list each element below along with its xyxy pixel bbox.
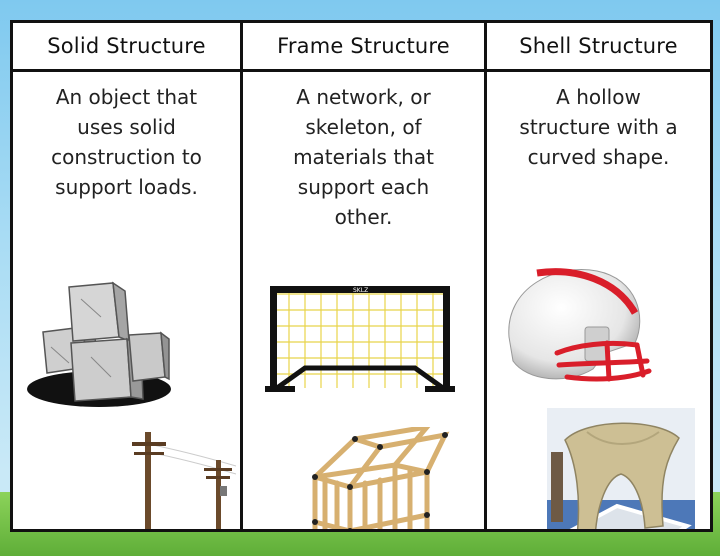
- stone-blocks-image: [27, 281, 171, 407]
- frame-desc-line: A network, or: [296, 85, 431, 109]
- structure-types-chart: Solid Structure Frame Structure Shell St…: [10, 20, 713, 532]
- shell-desc-line: structure with a: [519, 115, 678, 139]
- frame-desc-line: support each: [297, 175, 430, 199]
- frame-description: A network, or skeleton, of materials tha…: [243, 82, 484, 232]
- header-solid-label: Solid Structure: [47, 34, 206, 58]
- column-solid: An object that uses solid construction t…: [13, 72, 243, 529]
- header-frame-structure: Frame Structure: [243, 23, 487, 72]
- shell-description: A hollow structure with a curved shape.: [487, 82, 710, 172]
- solid-desc-line: support loads.: [55, 175, 198, 199]
- solid-description: An object that uses solid construction t…: [13, 82, 240, 202]
- frame-desc-line: skeleton, of: [305, 115, 422, 139]
- header-shell-structure: Shell Structure: [487, 23, 710, 72]
- column-shell: A hollow structure with a curved shape.: [487, 72, 710, 529]
- frame-desc-line: other.: [334, 205, 393, 229]
- solid-desc-line: uses solid: [77, 115, 176, 139]
- shell-desc-line: curved shape.: [527, 145, 670, 169]
- goal-brand-text: SKLZ: [353, 287, 368, 294]
- solid-desc-line: construction to: [51, 145, 202, 169]
- wooden-frame-house-image: [312, 427, 450, 529]
- shell-pavilion-image: [547, 408, 695, 529]
- header-shell-label: Shell Structure: [519, 34, 678, 58]
- frame-desc-line: materials that: [293, 145, 434, 169]
- shell-desc-line: A hollow: [556, 85, 641, 109]
- solid-desc-line: An object that: [55, 85, 198, 109]
- header-frame-label: Frame Structure: [277, 34, 450, 58]
- football-helmet-image: [508, 268, 652, 382]
- utility-poles-image: [132, 432, 237, 529]
- column-frame: A network, or skeleton, of materials tha…: [243, 72, 487, 529]
- soccer-goal-image: SKLZ: [265, 286, 455, 392]
- header-solid-structure: Solid Structure: [13, 23, 243, 72]
